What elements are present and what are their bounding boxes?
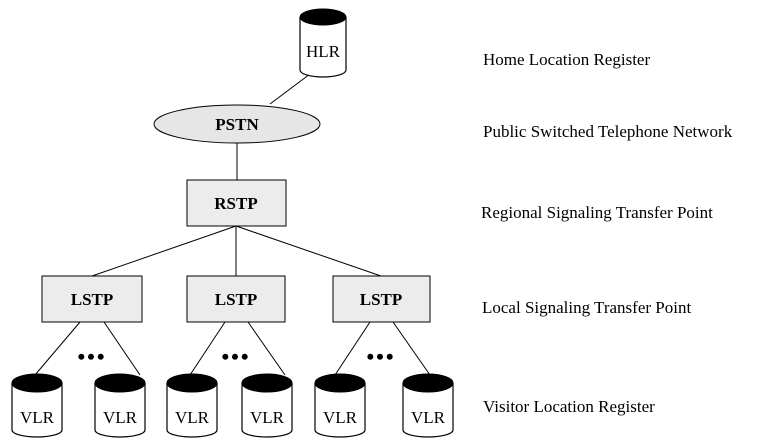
lstp-node: LSTP bbox=[41, 275, 143, 323]
vlr-node-label: VLR bbox=[250, 408, 285, 427]
vlr-node-label: VLR bbox=[20, 408, 55, 427]
lstp-node-label: LSTP bbox=[360, 290, 403, 309]
rstp-lstp3-link bbox=[235, 225, 382, 277]
lstp2-vlr3-link bbox=[189, 321, 226, 376]
vlr-node-label: VLR bbox=[323, 408, 358, 427]
pstn-node: PSTN bbox=[153, 104, 321, 144]
vlr-description-label: Visitor Location Register bbox=[483, 397, 655, 416]
vlr-node-label: VLR bbox=[175, 408, 210, 427]
lstp-node-label: LSTP bbox=[215, 290, 258, 309]
ellipsis-dots: ••• bbox=[221, 344, 250, 369]
lstp-node: LSTP bbox=[332, 275, 431, 323]
lstp-description-label: Local Signaling Transfer Point bbox=[482, 298, 691, 317]
vlr-database-icon: VLR bbox=[166, 373, 218, 438]
lstp-node-label: LSTP bbox=[71, 290, 114, 309]
rstp-description-label: Regional Signaling Transfer Point bbox=[481, 203, 713, 222]
ellipsis-dots: ••• bbox=[77, 344, 106, 369]
vlr-database-icon: VLR bbox=[94, 373, 146, 438]
lstp1-vlr1-link bbox=[34, 321, 81, 376]
pstn-node-label: PSTN bbox=[215, 115, 259, 134]
lstp3-vlr5-link bbox=[334, 321, 371, 376]
vlr-node-label: VLR bbox=[103, 408, 138, 427]
rstp-node-label: RSTP bbox=[214, 194, 257, 213]
rstp-lstp1-link bbox=[91, 225, 237, 277]
ellipsis-dots: ••• bbox=[366, 344, 395, 369]
vlr-database-icon: VLR bbox=[402, 373, 454, 438]
hlr-description-label: Home Location Register bbox=[483, 50, 650, 69]
rstp-node: RSTP bbox=[186, 179, 287, 227]
vlr-database-icon: VLR bbox=[11, 373, 63, 438]
lstp1-vlr2-link bbox=[103, 321, 141, 376]
vlr-node-label: VLR bbox=[411, 408, 446, 427]
lstp3-vlr6-link bbox=[392, 321, 431, 376]
vlr-database-icon: VLR bbox=[241, 373, 293, 438]
vlr-database-icon: VLR bbox=[314, 373, 366, 438]
lstp2-vlr4-link bbox=[247, 321, 286, 376]
pstn-description-label: Public Switched Telephone Network bbox=[483, 122, 733, 141]
hlr-node-label: HLR bbox=[306, 42, 341, 61]
hlr-database-icon: HLR bbox=[299, 8, 347, 78]
hlr-pstn-link bbox=[269, 73, 311, 105]
connectors bbox=[34, 73, 431, 376]
lstp-node: LSTP bbox=[186, 275, 286, 323]
